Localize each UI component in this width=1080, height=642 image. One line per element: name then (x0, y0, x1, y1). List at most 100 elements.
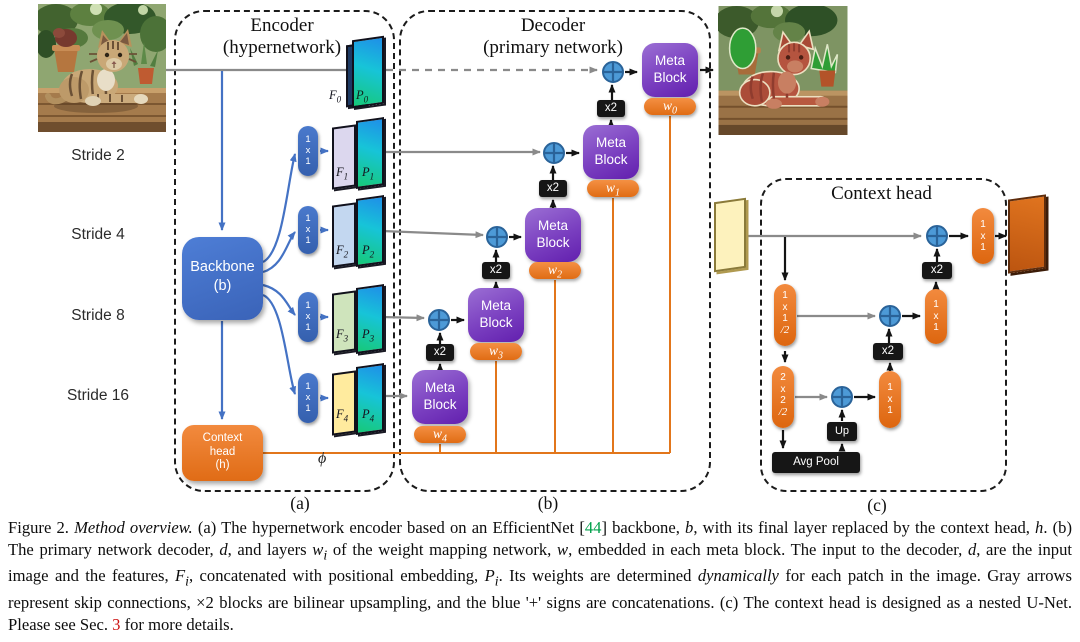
conv-label: 1 (782, 290, 788, 301)
conv-label: 1 (305, 322, 311, 333)
feature-map-f4 (332, 370, 356, 436)
conv-label: 1 (887, 382, 893, 393)
conv-label: x (780, 383, 786, 395)
upsample-x2-block: x2 (597, 100, 625, 117)
stride-8-label: Stride 8 (71, 307, 125, 324)
f2-label: F2 (336, 243, 349, 260)
context-head-block: Context head (h) (182, 425, 263, 481)
stride-half-label: /2 (778, 405, 788, 418)
conv-label: 1 (305, 213, 311, 224)
f3-label: F3 (336, 327, 349, 344)
weight-pill-w2: w2 (529, 262, 581, 281)
backbone-block: Backbone (b) (182, 237, 263, 320)
context-head-label-1: Context (202, 432, 243, 444)
upsample-x2-block: x2 (873, 343, 903, 360)
meta-block-label: Meta (424, 380, 455, 395)
weight-pill-w1: w1 (587, 180, 639, 199)
meta-block-label: Block (653, 69, 687, 85)
weight-pill-w4: w4 (414, 426, 466, 445)
f4-label: F4 (336, 407, 349, 424)
stride-2-label: Stride 2 (71, 147, 125, 164)
stride-half-label: /2 (780, 323, 790, 336)
decoder-title-line1: Decoder (520, 15, 586, 36)
conv-label: 1 (305, 381, 311, 392)
p4-label: P4 (362, 407, 375, 424)
conv-label: 1 (305, 300, 311, 311)
meta-block-label: Meta (654, 53, 685, 68)
meta-block-label: Meta (595, 135, 626, 150)
context-input-panel (714, 197, 746, 273)
conv-label: 1 (782, 313, 788, 324)
conv-label: 2 (780, 395, 786, 406)
p2-label: P2 (362, 243, 375, 260)
encoder-title: Encoder (hypernetwork) (192, 15, 372, 59)
backbone-sublabel: (b) (213, 278, 232, 294)
conv-label: 1 (305, 403, 311, 414)
f1-label: F1 (336, 165, 349, 182)
encoder-title-line2: (hypernetwork) (222, 37, 342, 58)
conv-label: 1 (933, 299, 939, 310)
output-image (718, 6, 848, 135)
decoder-box (399, 10, 711, 492)
conv-label: x (305, 145, 311, 156)
conv-label: x (782, 301, 788, 313)
conv-label: 1 (980, 242, 986, 253)
encoder-title-line1: Encoder (250, 15, 314, 36)
conv-label: x (305, 311, 311, 322)
meta-block-label: Block (479, 314, 513, 330)
context-head-label-2: head (209, 445, 236, 458)
section-label-c: (c) (867, 495, 887, 515)
avg-pool-block: Avg Pool (772, 452, 860, 473)
conv-label: 2 (780, 372, 786, 383)
conv-label: 1 (305, 156, 311, 167)
encoder-box (174, 10, 395, 492)
weight-pill-w0: w0 (644, 98, 696, 117)
f0-label: F0 (329, 88, 342, 105)
upsample-x2-block: x2 (922, 262, 952, 279)
meta-block-label: Block (536, 234, 570, 250)
conv-label: x (980, 230, 986, 242)
conv-label: 1 (305, 235, 311, 246)
decoder-title: Decoder (primary network) (453, 15, 653, 59)
conv-label: 1 (933, 322, 939, 333)
upsample-x2-block: x2 (539, 180, 567, 197)
stride-16-label: Stride 16 (66, 387, 130, 404)
backbone-label: Backbone (190, 259, 255, 275)
upsample-x2-block: x2 (426, 344, 454, 361)
meta-block-label: Block (423, 396, 457, 412)
conv-label: 1 (980, 219, 986, 230)
context-output-panel (1008, 194, 1046, 274)
feature-map-f3 (332, 290, 356, 354)
section-label-b: (b) (537, 493, 559, 513)
p0-label: P0 (356, 88, 369, 105)
conv-label: 1 (887, 405, 893, 416)
input-image (38, 4, 166, 132)
meta-block-label: Meta (537, 218, 568, 233)
meta-block-label: Block (594, 151, 628, 167)
figure-caption: Figure 2. Method overview. (a) The hyper… (8, 518, 1072, 634)
context-head-box (760, 178, 1007, 492)
upsample-x2-block: x2 (482, 262, 510, 279)
p1-label: P1 (362, 165, 375, 182)
conv-label: x (305, 224, 311, 235)
stride-4-label: Stride 4 (71, 226, 125, 243)
weight-pill-w3: w3 (470, 343, 522, 362)
positional-map-p4 (356, 363, 384, 435)
decoder-title-line2: (primary network) (483, 37, 623, 58)
context-head-title: Context head (831, 183, 932, 204)
conv-label: x (305, 392, 311, 403)
